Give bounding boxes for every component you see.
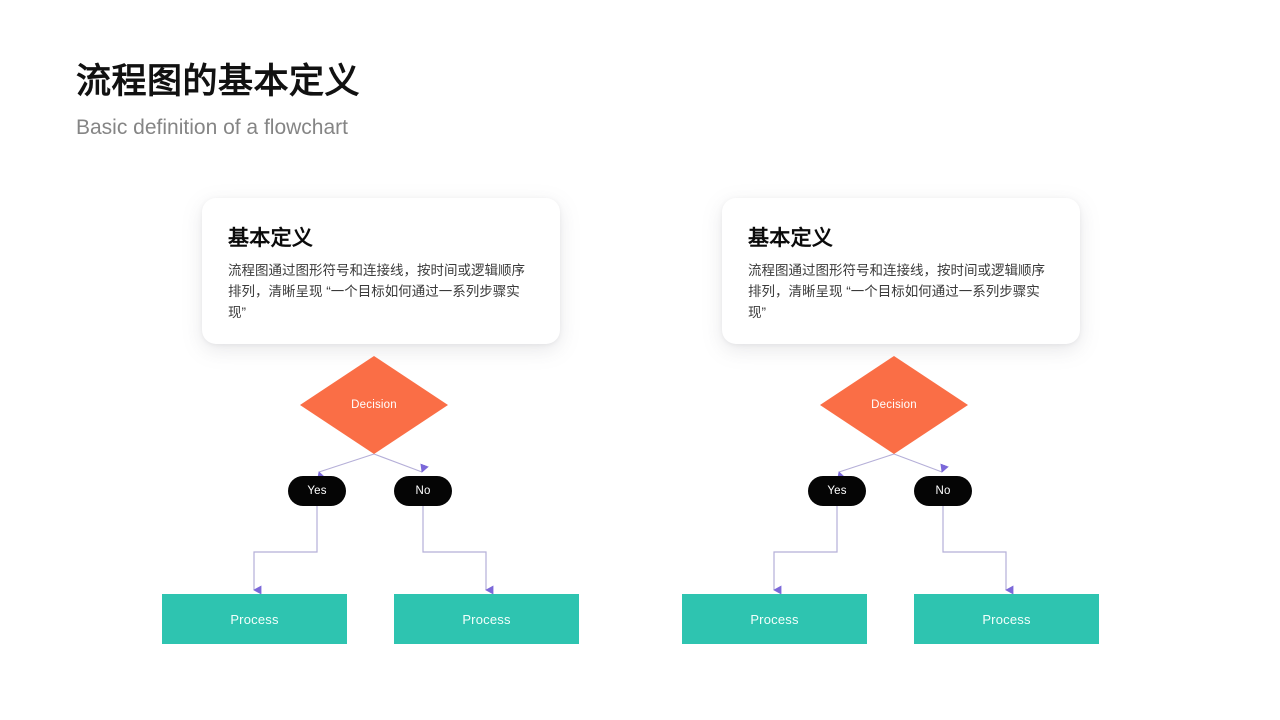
branch-label-no[interactable]: No bbox=[914, 476, 972, 506]
process-node-left[interactable]: Process bbox=[682, 594, 867, 644]
connector-decision-no bbox=[373, 453, 429, 473]
flow-connectors-left bbox=[253, 453, 494, 595]
page-title: 流程图的基本定义 bbox=[76, 62, 361, 101]
connector-no-process bbox=[942, 506, 1014, 595]
process-node-right[interactable]: Process bbox=[914, 594, 1099, 644]
definition-card-left: 基本定义 流程图通过图形符号和连接线，按时间或逻辑顺序排列，清晰呈现 “一个目标… bbox=[202, 198, 560, 344]
definition-card-right: 基本定义 流程图通过图形符号和连接线，按时间或逻辑顺序排列，清晰呈现 “一个目标… bbox=[722, 198, 1080, 344]
definition-card-body: 流程图通过图形符号和连接线，按时间或逻辑顺序排列，清晰呈现 “一个目标如何通过一… bbox=[748, 263, 1045, 320]
slide-header: 流程图的基本定义 Basic definition of a flowchart bbox=[76, 62, 360, 140]
decision-label: Decision bbox=[871, 399, 917, 411]
definition-card-title: 基本定义 bbox=[748, 227, 834, 250]
connector-decision-yes bbox=[837, 453, 895, 481]
branch-label-yes[interactable]: Yes bbox=[808, 476, 866, 506]
connector-no-process bbox=[422, 506, 494, 595]
connector-decision-no bbox=[893, 453, 949, 473]
connector-decision-yes bbox=[317, 453, 375, 481]
decision-node[interactable]: Decision bbox=[300, 356, 448, 454]
process-node-left[interactable]: Process bbox=[162, 594, 347, 644]
decision-node[interactable]: Decision bbox=[820, 356, 968, 454]
panel-right: 基本定义 流程图通过图形符号和连接线，按时间或逻辑顺序排列，清晰呈现 “一个目标… bbox=[640, 0, 1160, 720]
decision-label: Decision bbox=[351, 399, 397, 411]
definition-card-title: 基本定义 bbox=[228, 227, 314, 250]
flowchart-left: Decision Yes No Process Process bbox=[120, 352, 640, 662]
flow-connectors-right bbox=[773, 453, 1014, 595]
flowchart-right: Decision Yes No Process Process bbox=[640, 352, 1160, 662]
branch-label-no[interactable]: No bbox=[394, 476, 452, 506]
page-subtitle: Basic definition of a flowchart bbox=[76, 116, 348, 140]
connector-yes-process bbox=[253, 506, 318, 595]
branch-label-yes[interactable]: Yes bbox=[288, 476, 346, 506]
process-node-right[interactable]: Process bbox=[394, 594, 579, 644]
definition-card-body: 流程图通过图形符号和连接线，按时间或逻辑顺序排列，清晰呈现 “一个目标如何通过一… bbox=[228, 263, 525, 320]
connector-yes-process bbox=[773, 506, 838, 595]
panel-left: 基本定义 流程图通过图形符号和连接线，按时间或逻辑顺序排列，清晰呈现 “一个目标… bbox=[120, 0, 640, 720]
